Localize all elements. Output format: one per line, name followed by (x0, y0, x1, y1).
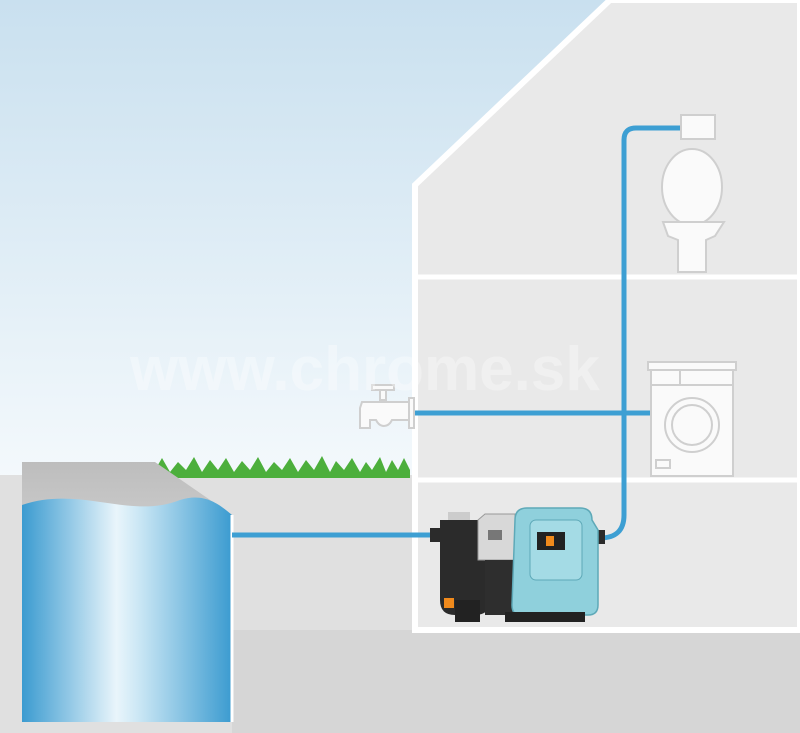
power-switch (546, 536, 554, 546)
outdoor-tap-icon (359, 384, 415, 429)
grass (155, 456, 410, 478)
watermark: www.chrome.sk (129, 335, 600, 404)
ground-lower (232, 630, 800, 733)
toilet-icon (661, 114, 726, 273)
garden-pump (430, 507, 605, 622)
water-pipes (232, 125, 682, 541)
rain-water-tank (22, 462, 234, 722)
washing-machine-icon (647, 361, 737, 477)
riser-pipe (599, 125, 682, 541)
